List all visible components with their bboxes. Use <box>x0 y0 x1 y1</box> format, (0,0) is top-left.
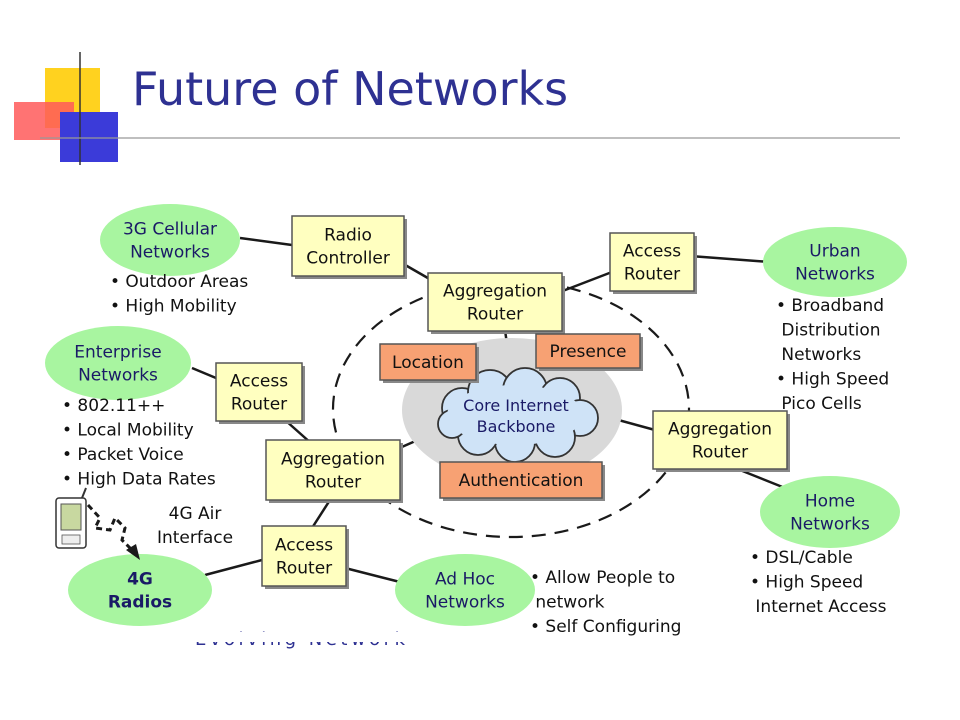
link-agg-left-access <box>310 499 332 529</box>
link-access-urban <box>689 254 771 264</box>
air-interface-arrowhead <box>126 544 140 560</box>
bullet-notes-urban: • Broadband Distribution Networks• High … <box>776 296 889 414</box>
bullet-notes-ad-hoc: • Allow People to network• Self Configur… <box>530 568 681 637</box>
link-access-4g <box>204 558 263 577</box>
service-box-label: Location <box>392 353 464 373</box>
service-box-label: Presence <box>550 342 627 362</box>
link-enterprise-access <box>191 366 217 380</box>
slide-title: Future of Networks <box>132 62 569 116</box>
bullet-notes-home: • DSL/Cable• High Speed Internet Access <box>750 548 887 617</box>
air-interface-link <box>86 503 136 554</box>
service-box-label: Authentication <box>459 471 584 491</box>
core-cloud-fill <box>447 385 583 445</box>
service-box-authentication: Authentication <box>439 461 605 501</box>
bullet-notes-cellular-3g: • Outdoor Areas• High Mobility <box>110 272 248 317</box>
service-box-presence: Presence <box>535 333 643 371</box>
bullet-notes-enterprise: • 802.11++• Local Mobility• Packet Voice… <box>62 396 216 490</box>
link-agg-access <box>559 270 613 294</box>
deco-blue-square <box>60 112 118 162</box>
service-box-location: Location <box>379 343 479 383</box>
link-3g-radio <box>239 236 293 247</box>
phone-icon <box>55 487 87 549</box>
link-access-adhoc <box>344 566 401 584</box>
